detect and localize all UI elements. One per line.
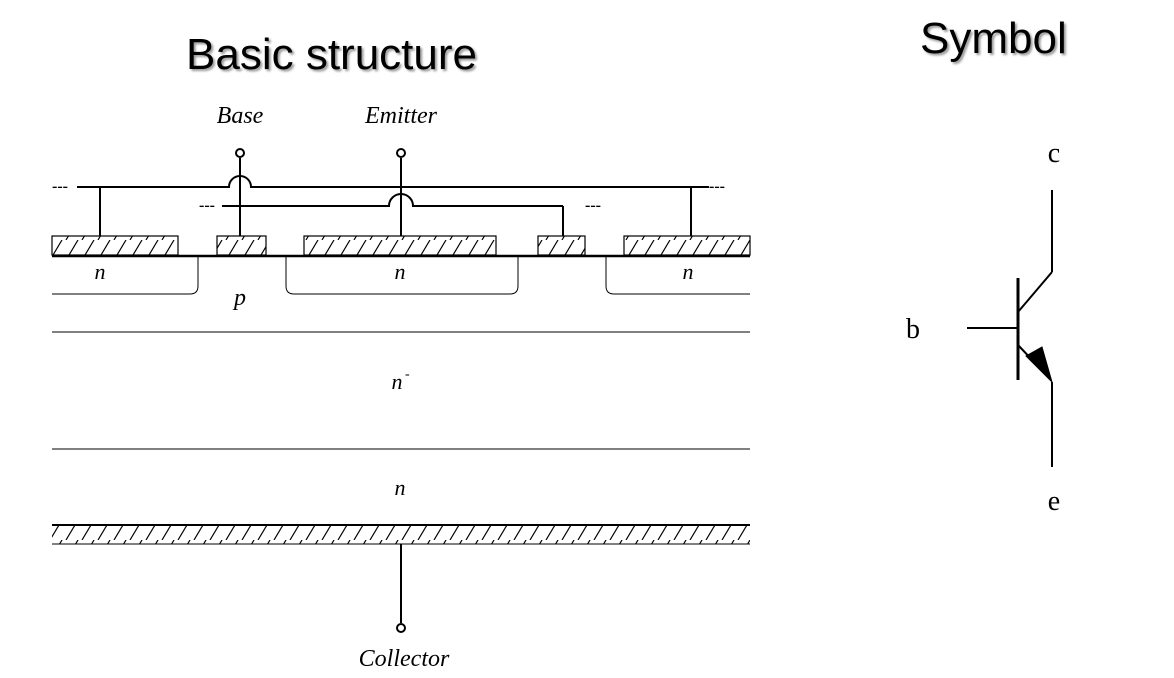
emitter-pad-left xyxy=(51,235,179,256)
structure-diagram xyxy=(51,148,751,633)
emitter-terminal xyxy=(396,148,406,158)
base-terminal xyxy=(235,148,245,158)
region-n-middle: n xyxy=(395,259,406,284)
base-pad-left xyxy=(216,235,267,256)
metallization-pads xyxy=(51,235,751,256)
base-pad-right xyxy=(537,235,586,256)
dash-emitter-left: --- xyxy=(52,178,68,195)
symbol-label-c: c xyxy=(1048,138,1060,169)
igbt-symbol xyxy=(967,190,1054,467)
collector-metal xyxy=(52,525,750,544)
collector-label: Collector xyxy=(359,646,450,672)
region-n-minus: n xyxy=(392,369,403,394)
n-well-left xyxy=(52,257,199,295)
region-n-minus-superscript: - xyxy=(405,367,410,382)
n-well-right xyxy=(605,257,750,295)
dash-base-right: --- xyxy=(585,197,601,214)
region-n-left: n xyxy=(95,259,106,284)
emitter-pad-middle xyxy=(303,235,497,256)
region-n-right: n xyxy=(683,259,694,284)
emitter-bus-wire xyxy=(77,175,709,188)
symbol-label-b: b xyxy=(906,314,920,345)
symbol-collector-diagonal xyxy=(1017,271,1053,313)
emitter-label: Emitter xyxy=(364,103,438,129)
dash-emitter-right: --- xyxy=(709,178,725,195)
dash-base-left: --- xyxy=(199,197,215,214)
symbol-label-e: e xyxy=(1048,486,1060,517)
n-well-middle xyxy=(285,257,519,295)
region-n-buffer: n xyxy=(395,475,406,500)
emitter-pad-right xyxy=(623,235,751,256)
symbol-emitter-arrow xyxy=(1025,346,1054,384)
base-label: Base xyxy=(217,103,264,129)
symbol-title: Symbol xyxy=(920,14,1067,63)
structure-title: Basic structure xyxy=(186,30,477,79)
collector-terminal xyxy=(396,623,406,633)
base-bus-wire xyxy=(222,193,563,207)
region-p: p xyxy=(232,285,246,311)
